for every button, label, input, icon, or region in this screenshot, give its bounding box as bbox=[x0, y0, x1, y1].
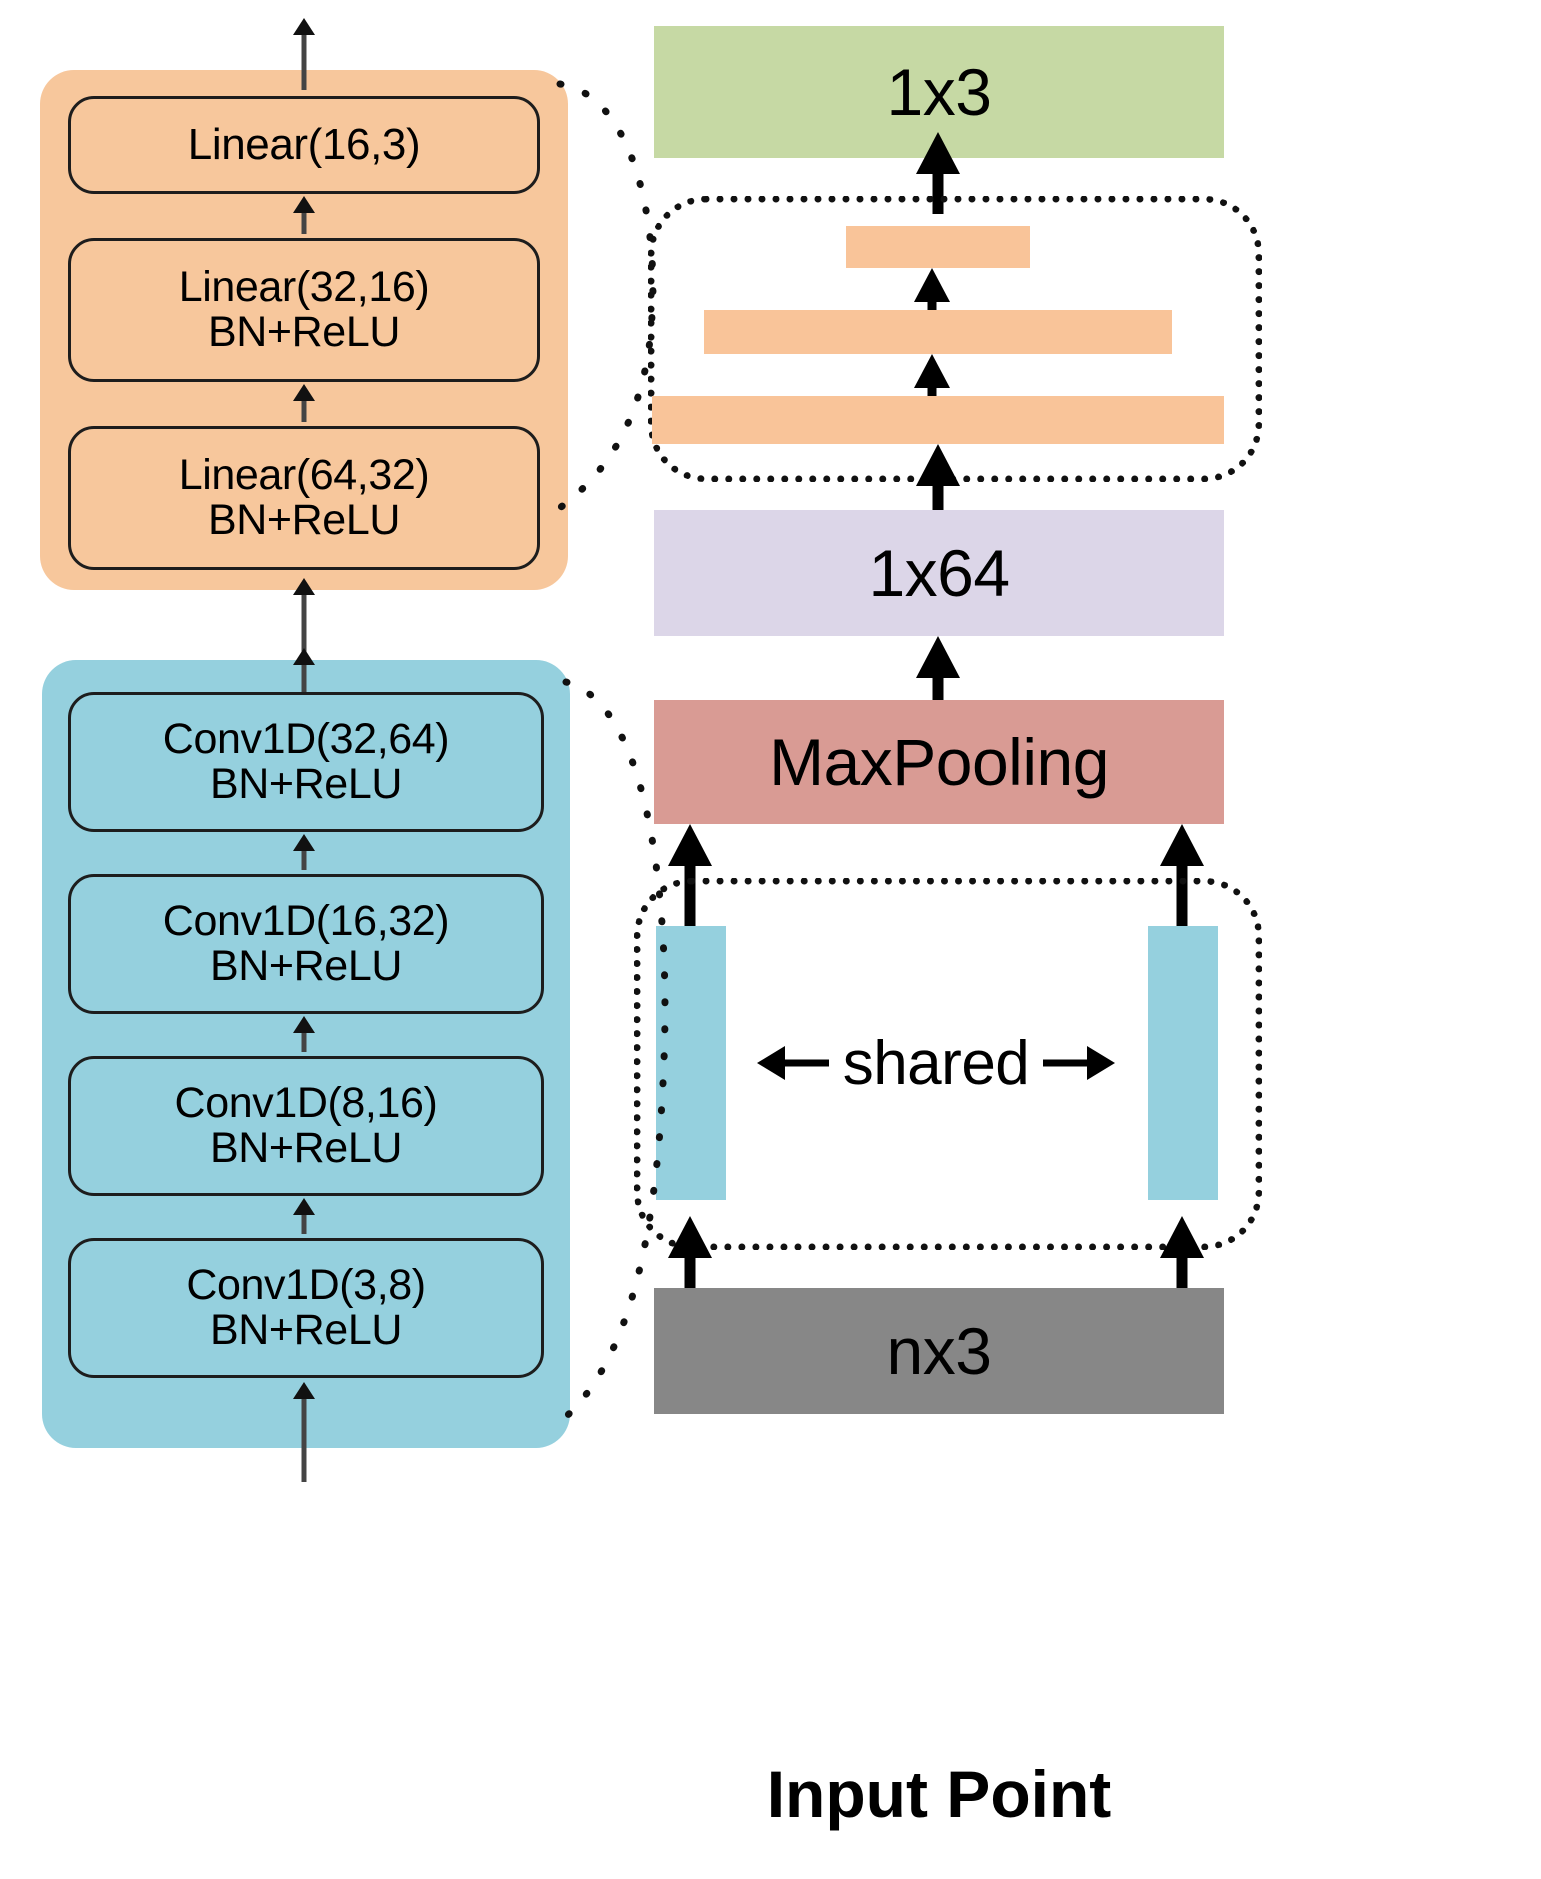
leader-conv-group-to-capsule bbox=[538, 660, 738, 1440]
layer-conv1d-3-8: Conv1D(3,8) BN+ReLU bbox=[68, 1238, 544, 1378]
layer-linear-16-3: Linear(16,3) bbox=[68, 96, 540, 194]
stage-features-label: 1x64 bbox=[868, 536, 1010, 610]
stage-input-label: nx3 bbox=[886, 1314, 992, 1388]
shared-arrow-right-icon bbox=[1043, 1050, 1115, 1076]
layer-linear-32-16-line1: Linear(32,16) bbox=[178, 263, 430, 312]
layer-linear-32-16-line2: BN+ReLU bbox=[208, 308, 400, 356]
layer-conv1d-3-8-line1: Conv1D(3,8) bbox=[186, 1261, 426, 1310]
stage-features-1x64: 1x64 bbox=[654, 510, 1224, 636]
stage-output-label: 1x3 bbox=[886, 55, 992, 129]
layer-linear-16-3-line1: Linear(16,3) bbox=[187, 120, 421, 170]
mlp-bar-linear-64-32 bbox=[652, 396, 1224, 444]
mlp-bar-linear-16-3 bbox=[846, 226, 1030, 268]
conv-branch-right-bar bbox=[1148, 926, 1218, 1200]
layer-conv1d-3-8-line2: BN+ReLU bbox=[210, 1306, 402, 1354]
layer-conv1d-16-32-line1: Conv1D(16,32) bbox=[162, 897, 450, 946]
layer-conv1d-16-32: Conv1D(16,32) BN+ReLU bbox=[68, 874, 544, 1014]
layer-linear-64-32: Linear(64,32) BN+ReLU bbox=[68, 426, 540, 570]
shared-annotation: shared bbox=[726, 1020, 1146, 1106]
layer-conv1d-8-16: Conv1D(8,16) BN+ReLU bbox=[68, 1056, 544, 1196]
layer-linear-32-16: Linear(32,16) BN+ReLU bbox=[68, 238, 540, 382]
layer-conv1d-8-16-line2: BN+ReLU bbox=[210, 1124, 402, 1172]
shared-conv-capsule bbox=[634, 878, 1262, 1250]
leader-mlp-group-to-capsule bbox=[540, 60, 730, 520]
layer-conv1d-8-16-line1: Conv1D(8,16) bbox=[174, 1079, 438, 1128]
layer-linear-64-32-line1: Linear(64,32) bbox=[178, 451, 430, 500]
layer-conv1d-16-32-line2: BN+ReLU bbox=[210, 942, 402, 990]
layer-conv1d-32-64: Conv1D(32,64) BN+ReLU bbox=[68, 692, 544, 832]
layer-linear-64-32-line2: BN+ReLU bbox=[208, 496, 400, 544]
mlp-bar-linear-32-16 bbox=[704, 310, 1172, 354]
shared-arrow-left-icon bbox=[757, 1050, 829, 1076]
stage-output-1x3: 1x3 bbox=[654, 26, 1224, 158]
figure-caption: Input Point bbox=[654, 1756, 1224, 1832]
shared-label: shared bbox=[842, 1028, 1030, 1098]
conv-branch-left-bar bbox=[656, 926, 726, 1200]
layer-conv1d-32-64-line1: Conv1D(32,64) bbox=[162, 715, 450, 764]
stage-maxpooling-label: MaxPooling bbox=[769, 725, 1109, 799]
layer-conv1d-32-64-line2: BN+ReLU bbox=[210, 760, 402, 808]
figure-caption-text: Input Point bbox=[766, 1757, 1112, 1831]
stage-maxpooling: MaxPooling bbox=[654, 700, 1224, 824]
stage-input-nx3: nx3 bbox=[654, 1288, 1224, 1414]
